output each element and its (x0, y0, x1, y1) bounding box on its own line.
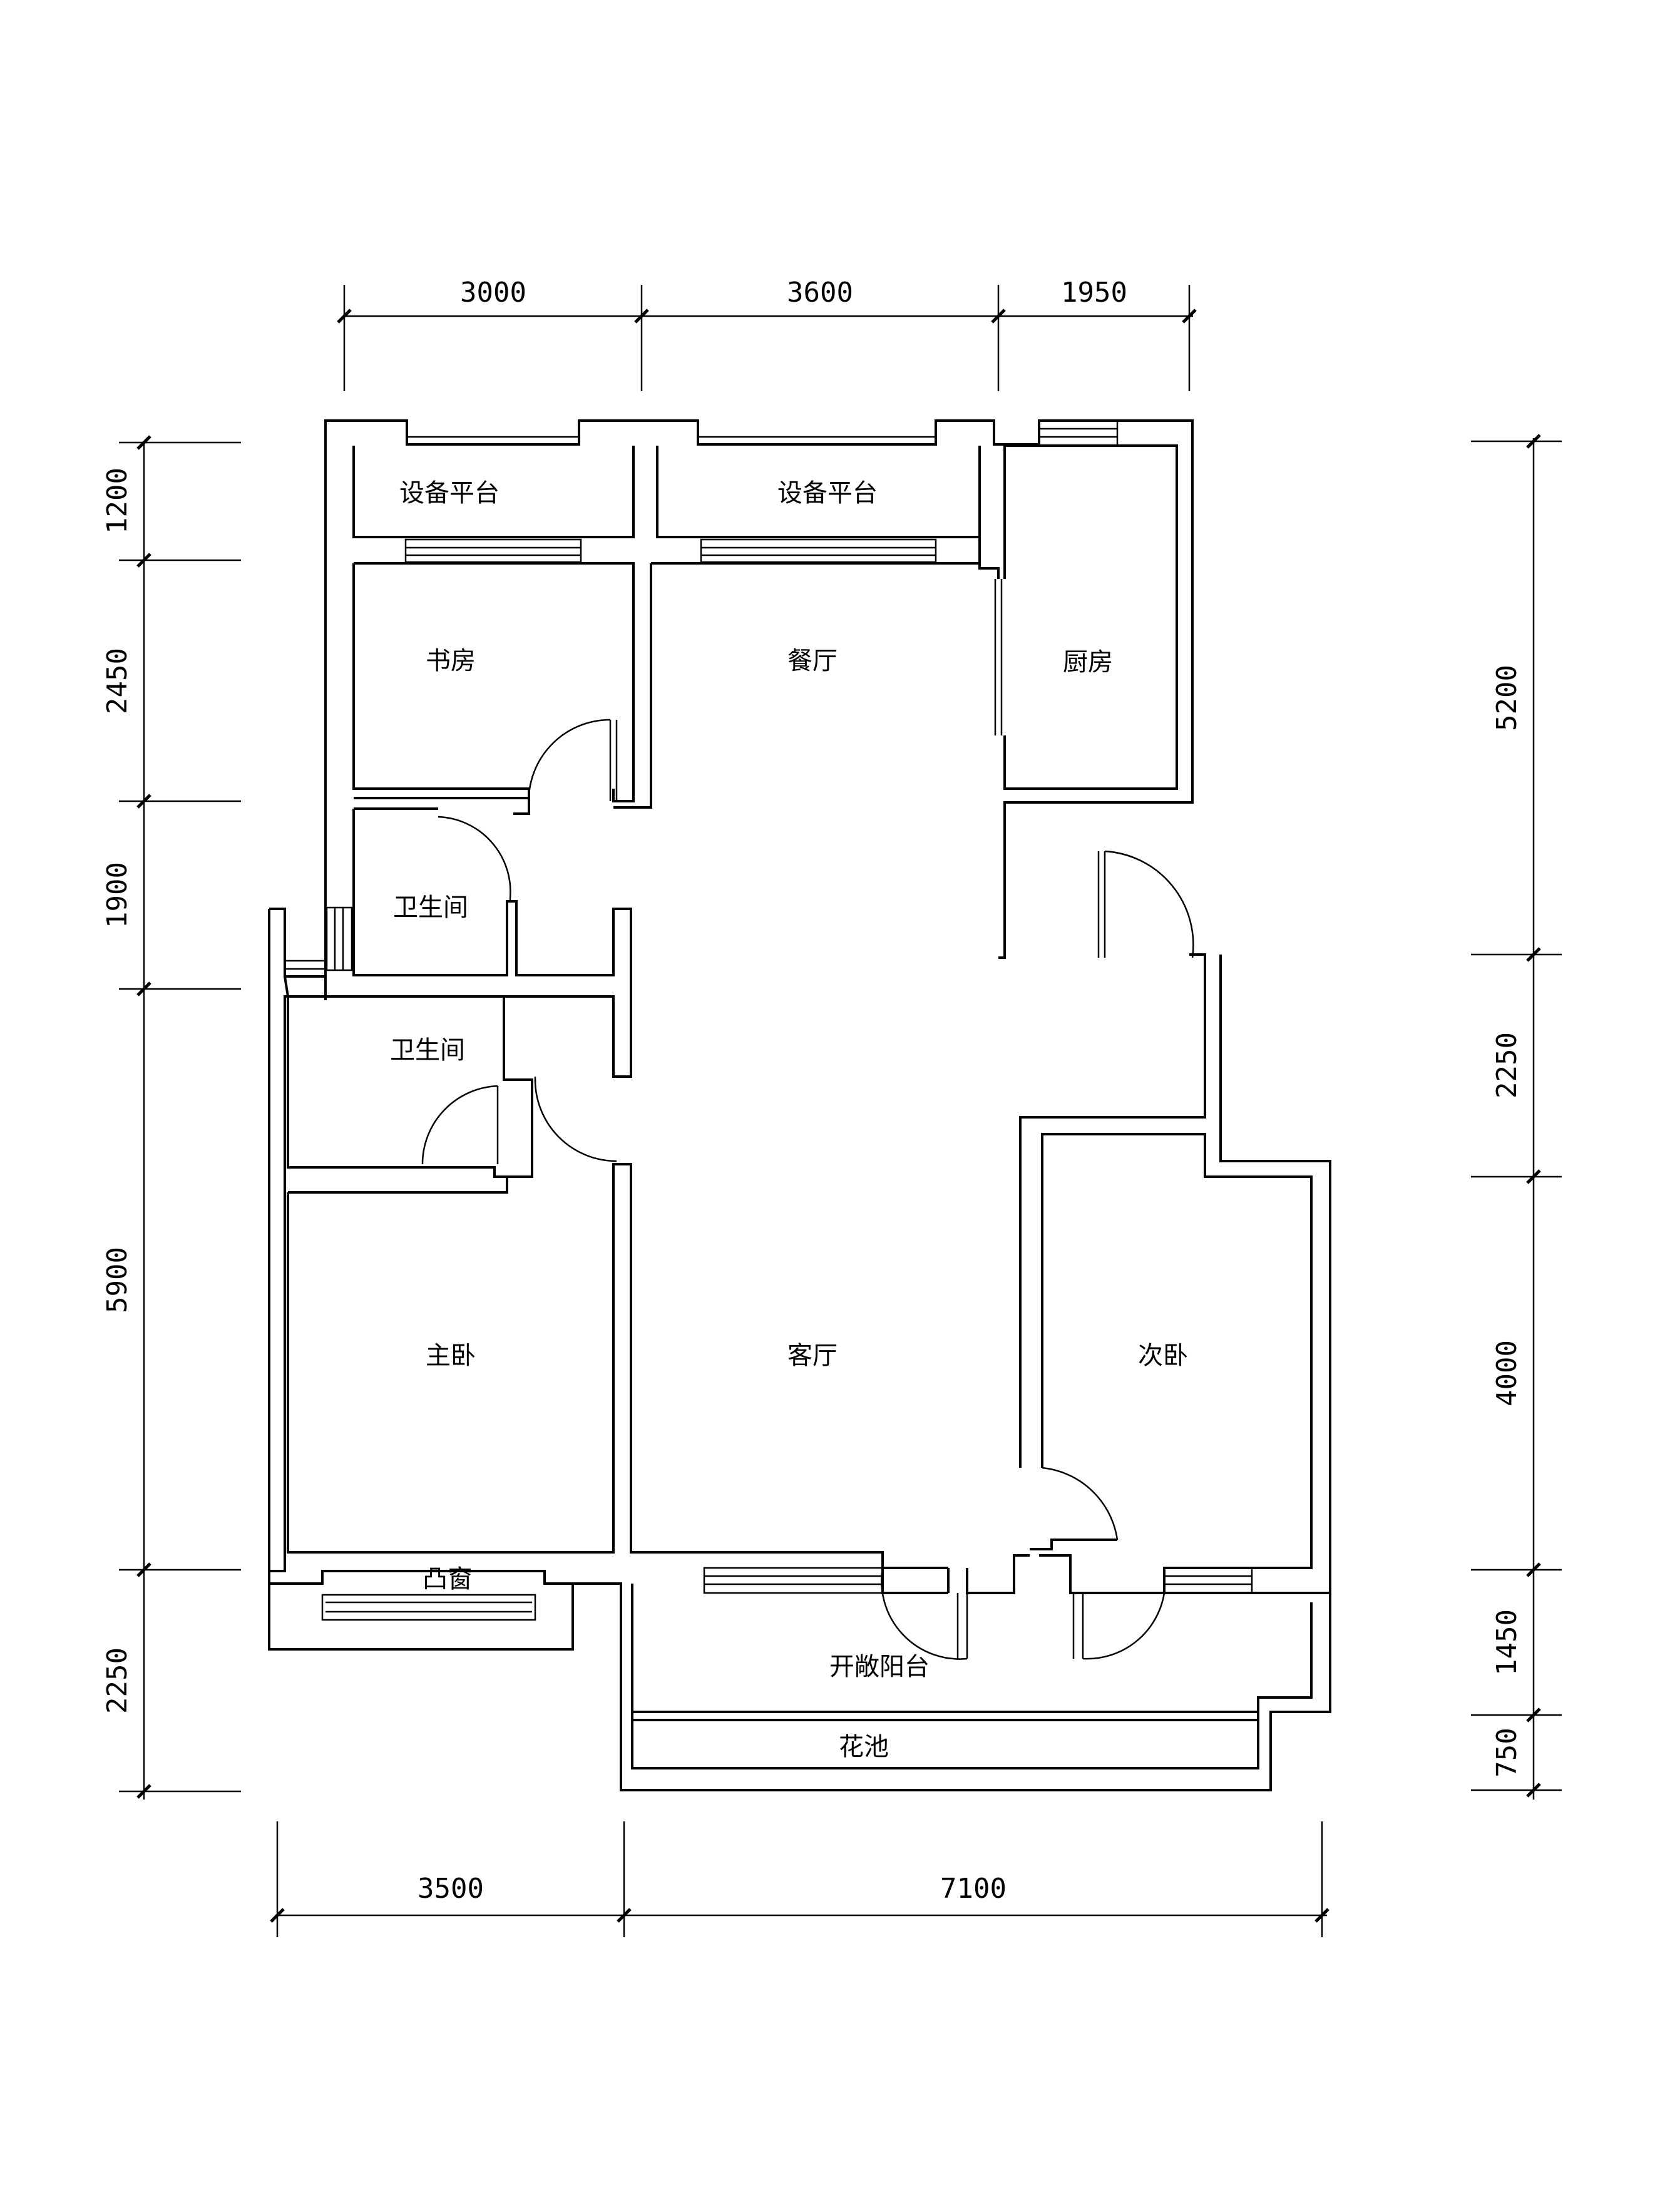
dim-top-1: 3000 (460, 277, 526, 309)
window-dining (700, 538, 937, 563)
room-study: 书房 (426, 647, 476, 675)
dim-left-4: 5900 (101, 1247, 133, 1313)
dim-right-2: 2250 (1491, 1032, 1523, 1098)
window-study (404, 538, 582, 563)
dim-right-5: 750 (1491, 1728, 1523, 1777)
room-bay-window: 凸窗 (423, 1565, 473, 1594)
door-study (528, 719, 618, 808)
dim-right-3: 4000 (1491, 1340, 1523, 1406)
dim-right-1: 5200 (1491, 665, 1523, 731)
dim-left-3: 1900 (101, 862, 133, 928)
walls (268, 419, 1331, 1791)
room-living-room: 客厅 (787, 1341, 838, 1370)
door-entry (1097, 850, 1194, 958)
dim-top-2: 3600 (787, 277, 853, 309)
door-master-bedroom (534, 1077, 617, 1162)
kitchen-sliding-door (994, 579, 1003, 735)
window-bay (321, 1594, 536, 1621)
dim-left-2: 2450 (101, 648, 133, 714)
windows (285, 419, 1253, 1621)
window-top-left (407, 436, 579, 446)
window-living (703, 1567, 884, 1594)
room-open-balcony: 开敞阳台 (829, 1652, 930, 1681)
dimension-labels: 3000 3600 1950 3500 7100 1200 2450 1900 … (101, 277, 1523, 1905)
door-second-bedroom (1042, 1467, 1119, 1540)
dim-bottom-2: 7100 (940, 1873, 1007, 1905)
room-dining: 餐厅 (787, 647, 838, 675)
room-bathroom-1: 卫生间 (393, 893, 468, 922)
dim-left-5: 2250 (101, 1647, 133, 1714)
door-balcony-right (1072, 1592, 1166, 1660)
room-equipment-platform-mid: 设备平台 (777, 479, 878, 508)
room-kitchen: 厨房 (1063, 648, 1113, 677)
window-kitchen-top (1038, 419, 1119, 447)
window-top-mid (698, 436, 936, 446)
doors (421, 719, 1194, 1660)
door-bathroom-2 (421, 1085, 499, 1165)
window-second-bedroom (1163, 1567, 1253, 1594)
dim-left-1: 1200 (101, 468, 133, 534)
dim-right-4: 1450 (1491, 1609, 1523, 1676)
room-second-bedroom: 次卧 (1138, 1341, 1188, 1370)
dimension-lines (119, 285, 1562, 1937)
door-bathroom-1 (438, 816, 511, 901)
dim-bottom-1: 3500 (418, 1873, 484, 1905)
window-bath-side (325, 906, 353, 971)
room-equipment-platform-left: 设备平台 (399, 479, 500, 508)
room-bathroom-2: 卫生间 (390, 1036, 465, 1065)
door-balcony-left (881, 1567, 968, 1660)
room-flower-bed: 花池 (839, 1733, 889, 1761)
window-bath-side-2 (285, 960, 325, 970)
room-labels: 设备平台 设备平台 书房 餐厅 厨房 卫生间 卫生间 主卧 客厅 次卧 凸窗 开… (390, 479, 1188, 1761)
room-master-bedroom: 主卧 (426, 1341, 476, 1370)
dim-top-3: 1950 (1061, 277, 1127, 309)
